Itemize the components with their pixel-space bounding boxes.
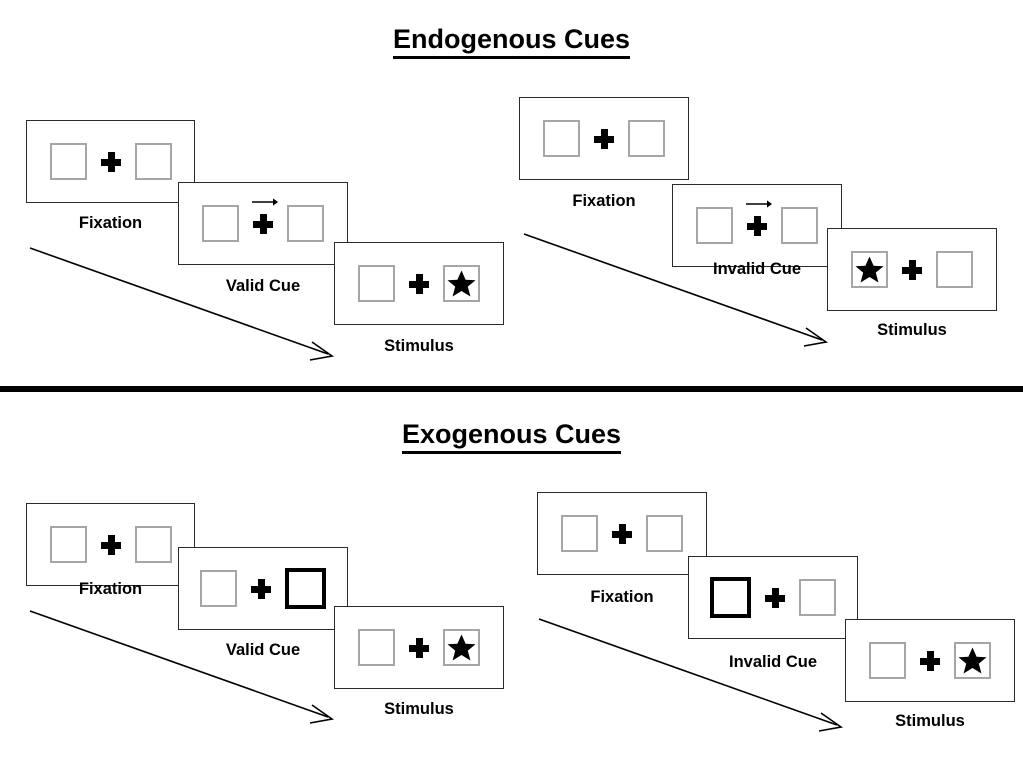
fixation-cross-icon [100, 151, 121, 172]
frame-inner [543, 120, 665, 157]
frame-endogenous-invalid-fixation[interactable] [519, 97, 689, 180]
frame-label-endogenous-invalid-fixation: Fixation [572, 192, 636, 210]
right-arrow-cue-icon [252, 197, 278, 206]
target-box-right[interactable] [954, 642, 991, 679]
fixation-cross-icon [100, 534, 121, 555]
target-box-left[interactable] [869, 642, 906, 679]
frame-inner [200, 568, 326, 609]
fixation-cross-wrap [100, 151, 121, 172]
right-arrow-cue-icon [746, 199, 772, 208]
target-box-left[interactable] [851, 251, 888, 288]
fixation-cross-wrap [746, 199, 772, 236]
frame-inner [851, 251, 973, 288]
fixation-cross-icon [594, 128, 614, 149]
target-box-left-cued[interactable] [710, 577, 751, 618]
exogenous-section-title: Exogenous Cues [0, 419, 1023, 454]
frame-inner [696, 199, 818, 244]
star-target-icon [447, 270, 476, 297]
frame-endogenous-invalid-cue[interactable] [672, 184, 842, 267]
target-box-right[interactable] [287, 205, 324, 242]
frame-label-exogenous-valid-stimulus: Stimulus [384, 700, 454, 718]
frame-inner [561, 515, 683, 552]
frame-label-endogenous-valid-fixation: Fixation [78, 214, 143, 232]
target-box-left[interactable] [561, 515, 598, 552]
frame-exogenous-invalid-stimulus[interactable] [845, 619, 1015, 702]
target-box-left[interactable] [543, 120, 580, 157]
frame-inner [49, 143, 172, 180]
fixation-cross-icon [409, 273, 429, 294]
target-box-right[interactable] [134, 143, 172, 180]
target-box-right[interactable] [443, 265, 480, 302]
frame-label-exogenous-invalid-cue: Invalid Cue [728, 653, 818, 671]
fixation-cross-wrap [252, 197, 278, 234]
fixation-cross-icon [251, 578, 271, 599]
target-box-right[interactable] [646, 515, 683, 552]
star-target-icon [958, 647, 987, 674]
fixation-cross-wrap [902, 259, 922, 280]
target-box-left[interactable] [358, 265, 395, 302]
frame-label-endogenous-invalid-stimulus: Stimulus [877, 321, 947, 339]
target-box-left[interactable] [49, 143, 87, 180]
fixation-cross-wrap [409, 273, 429, 294]
target-box-right[interactable] [799, 579, 836, 616]
frame-exogenous-valid-stimulus[interactable] [334, 606, 504, 689]
frame-label-exogenous-valid-fixation: Fixation [78, 580, 143, 598]
frame-inner [358, 629, 480, 666]
target-box-right[interactable] [936, 251, 973, 288]
target-box-right[interactable] [781, 207, 818, 244]
frame-exogenous-invalid-cue[interactable] [688, 556, 858, 639]
frame-inner [358, 265, 480, 302]
fixation-cross-wrap [612, 523, 632, 544]
frame-label-endogenous-valid-stimulus: Stimulus [384, 337, 454, 355]
fixation-cross-icon [612, 523, 632, 544]
target-box-right[interactable] [628, 120, 665, 157]
frame-inner [710, 577, 836, 618]
frame-label-exogenous-invalid-fixation: Fixation [590, 588, 654, 606]
fixation-cross-icon [765, 587, 785, 608]
fixation-cross-wrap [594, 128, 614, 149]
exogenous-section-title-text: Exogenous Cues [401, 419, 622, 454]
frame-inner [202, 197, 324, 242]
target-box-left[interactable] [200, 570, 237, 607]
frame-exogenous-valid-fixation[interactable] [26, 503, 195, 586]
frame-inner [869, 642, 991, 679]
fixation-cross-icon [747, 215, 767, 236]
section-divider [0, 386, 1023, 392]
fixation-cross-wrap [765, 587, 785, 608]
target-box-left[interactable] [49, 526, 87, 563]
frame-inner [49, 526, 172, 563]
frame-label-exogenous-invalid-stimulus: Stimulus [895, 712, 965, 730]
frame-endogenous-invalid-stimulus[interactable] [827, 228, 997, 311]
frame-label-endogenous-valid-cue: Valid Cue [225, 277, 301, 295]
frame-label-endogenous-invalid-cue: Invalid Cue [712, 260, 802, 278]
target-box-left[interactable] [696, 207, 733, 244]
target-box-right[interactable] [443, 629, 480, 666]
fixation-cross-wrap [920, 650, 940, 671]
target-box-right[interactable] [134, 526, 172, 563]
target-box-left[interactable] [202, 205, 239, 242]
frame-endogenous-valid-cue[interactable] [178, 182, 348, 265]
frame-label-exogenous-valid-cue: Valid Cue [225, 641, 301, 659]
endogenous-section-title: Endogenous Cues [0, 24, 1023, 59]
star-target-icon [855, 256, 884, 283]
target-box-left[interactable] [358, 629, 395, 666]
star-target-icon [447, 634, 476, 661]
fixation-cross-wrap [100, 534, 121, 555]
endogenous-section-title-text: Endogenous Cues [392, 24, 630, 59]
frame-endogenous-valid-fixation[interactable] [26, 120, 195, 203]
fixation-cross-wrap [251, 578, 271, 599]
fixation-cross-icon [902, 259, 922, 280]
fixation-cross-icon [253, 213, 273, 234]
frame-endogenous-valid-stimulus[interactable] [334, 242, 504, 325]
frame-exogenous-invalid-fixation[interactable] [537, 492, 707, 575]
frame-exogenous-valid-cue[interactable] [178, 547, 348, 630]
target-box-right-cued[interactable] [285, 568, 326, 609]
fixation-cross-icon [920, 650, 940, 671]
fixation-cross-wrap [409, 637, 429, 658]
fixation-cross-icon [409, 637, 429, 658]
